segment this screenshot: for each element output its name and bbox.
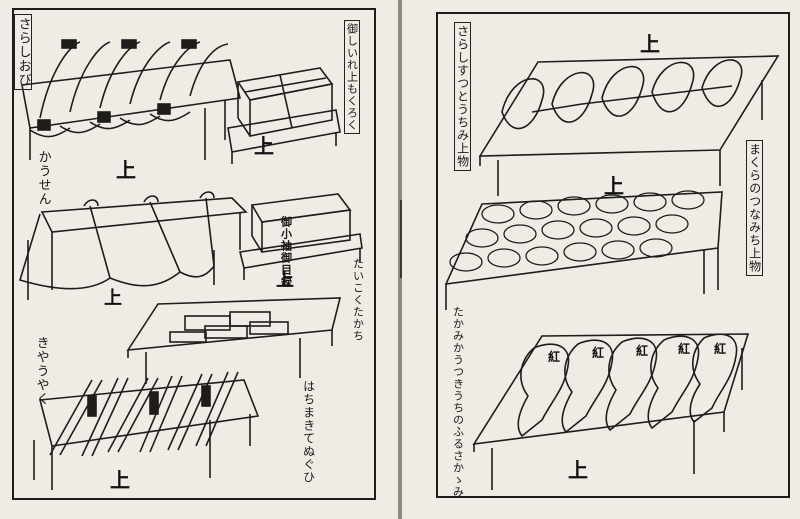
pouch-mark: 紅 xyxy=(678,342,691,356)
label-sarashi-obi: さらしおび xyxy=(14,14,32,90)
left-page-illustrations xyxy=(19,39,363,490)
label-sarashi-sutsuto: さらしすつとうちみ上物 xyxy=(454,22,471,171)
right-page: さらしすつとうちみ上物 まくらのつなみち上物 たかみかうつきうちのふるさかゝみ … xyxy=(402,0,800,519)
label-chest-title: 御小袖御目録 xyxy=(279,216,293,288)
right-page-illustrations xyxy=(444,55,780,490)
mark-jou: 上 xyxy=(104,288,122,309)
label-takami: たかみかうつきうちのふるさかゝみ xyxy=(451,306,465,498)
mark-jou: 上 xyxy=(640,32,660,56)
label-kousen: かうせん xyxy=(35,150,51,206)
left-page: さらしおび 御しいれ上もくろく かうせん 御小袖御目録 たいこくたかち きやうや… xyxy=(0,0,398,519)
flat-box-tray-illustration xyxy=(126,297,342,384)
book-box-illustration xyxy=(227,67,341,164)
mark-jou: 上 xyxy=(110,468,130,492)
mark-jou: 上 xyxy=(276,270,294,291)
right-page-border xyxy=(436,12,790,498)
label-taikoku: たいこくたかち xyxy=(351,258,365,342)
label-makura-no-tsuna: まくらのつなみち上物 xyxy=(746,140,763,276)
mark-jou: 上 xyxy=(604,174,624,198)
chest-box-illustration xyxy=(239,193,363,280)
mark-jou: 上 xyxy=(568,458,588,482)
mark-jou: 上 xyxy=(254,134,274,158)
pouch-rack-illustration xyxy=(472,333,750,490)
pouch-mark: 紅 xyxy=(592,346,605,360)
bundle-rack-illustration xyxy=(444,190,723,310)
label-kyouyaku: きやうやく xyxy=(33,336,49,406)
looped-cord-rack-illustration xyxy=(478,55,780,196)
left-page-border xyxy=(12,8,376,500)
mark-jou: 上 xyxy=(116,158,136,182)
pouch-mark: 紅 xyxy=(636,344,649,358)
pouch-mark: 紅 xyxy=(714,342,727,356)
pouch-mark: 紅 xyxy=(548,350,561,364)
scroll-rack-illustration xyxy=(33,371,260,490)
label-hachimaki: はちまきてぬぐひ xyxy=(301,380,316,484)
sash-rack-illustration xyxy=(21,39,242,160)
draped-cloth-rack-illustration xyxy=(19,191,248,300)
label-goshiire-mokuroku: 御しいれ上もくろく xyxy=(344,20,360,134)
